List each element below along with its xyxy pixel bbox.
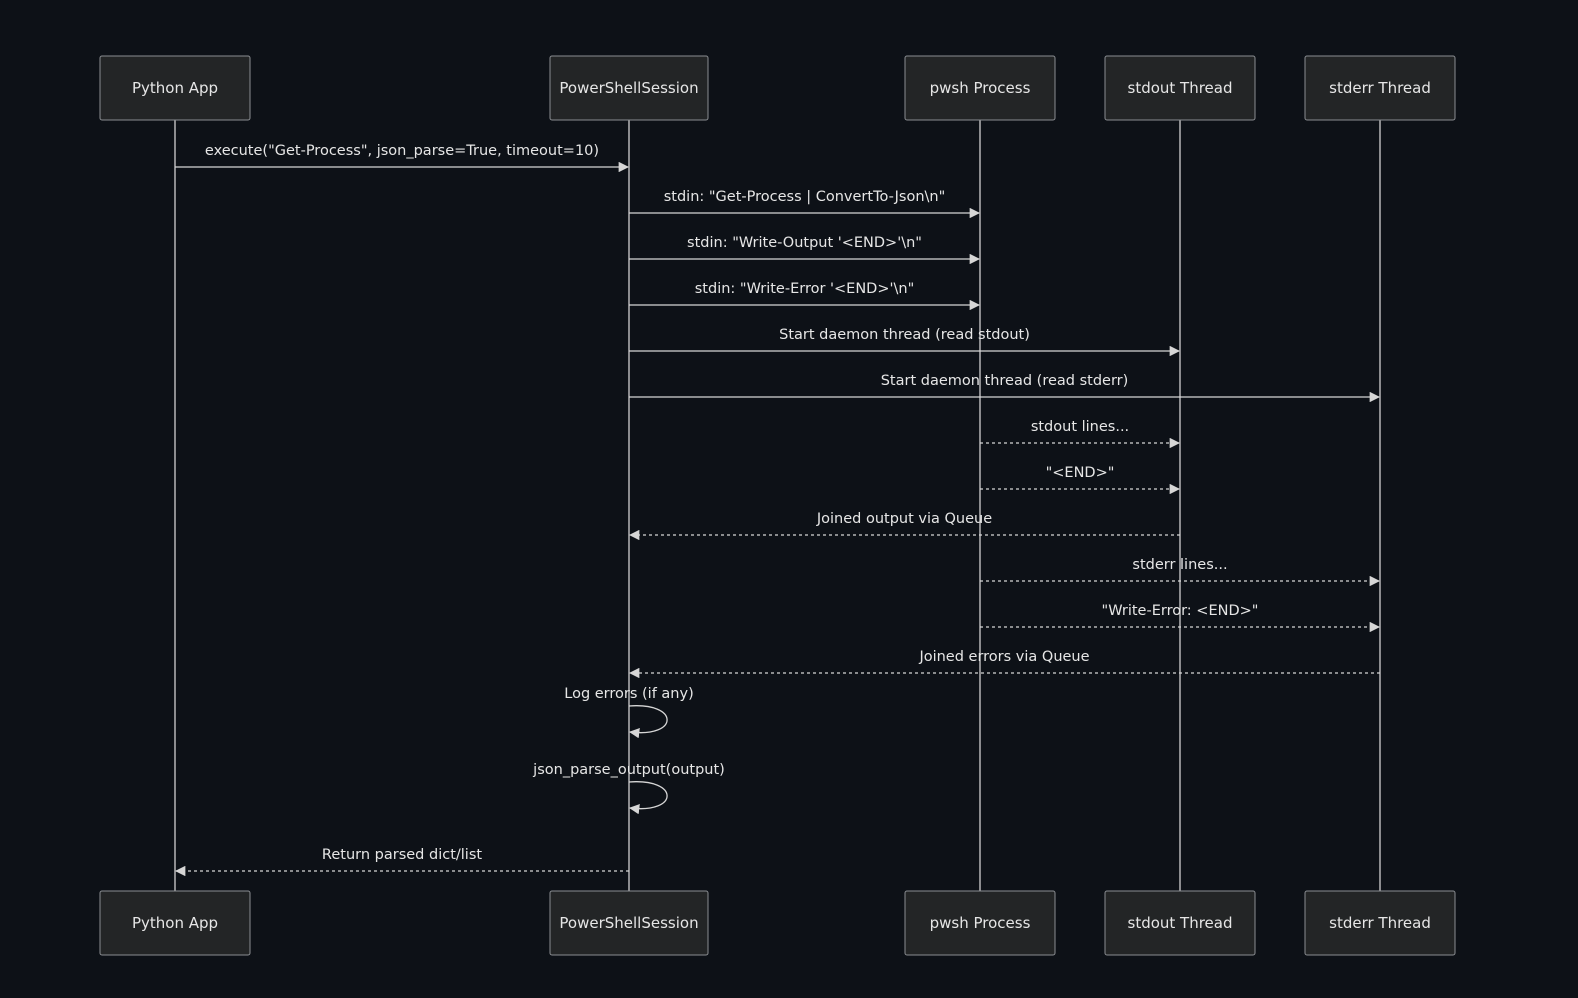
message-label: Joined output via Queue — [816, 511, 992, 527]
message-label: "<END>" — [1046, 465, 1115, 481]
actor-label: PowerShellSession — [559, 79, 698, 97]
actor-box — [1304, 890, 1456, 956]
message-label: Start daemon thread (read stdout) — [779, 327, 1030, 343]
actor-box — [99, 55, 251, 121]
actor-label: stdout Thread — [1128, 79, 1233, 97]
actor-top-pwsh: pwsh Process — [904, 55, 1056, 121]
message-1: execute("Get-Process", json_parse=True, … — [175, 143, 630, 173]
actor-top-app: Python App — [99, 55, 251, 121]
message-2: stdin: "Get-Process | ConvertTo-Json\n" — [629, 189, 981, 219]
actor-bottom-session: PowerShellSession — [549, 890, 709, 956]
message-11: "Write-Error: <END>" — [980, 603, 1381, 633]
message-label: "Write-Error: <END>" — [1102, 603, 1259, 619]
actor-label: stderr Thread — [1329, 914, 1431, 932]
actors-bottom: Python App PowerShellSession pwsh Process s… — [99, 890, 1456, 956]
actor-box — [904, 55, 1056, 121]
self-loop-arrow — [628, 781, 668, 815]
message-label: stderr lines... — [1132, 557, 1227, 573]
message-15: Return parsed dict/list — [174, 847, 629, 877]
actor-box — [904, 890, 1056, 956]
actor-box — [549, 55, 709, 121]
message-label: Joined errors via Queue — [918, 649, 1089, 665]
message-label: Start daemon thread (read stderr) — [881, 373, 1129, 389]
actor-label: PowerShellSession — [559, 914, 698, 932]
actor-label: stdout Thread — [1128, 914, 1233, 932]
actor-bottom-app: Python App — [99, 890, 251, 956]
message-label: stdin: "Write-Error '<END>'\n" — [695, 281, 914, 297]
self-loop-arrow — [628, 705, 668, 739]
message-12: Joined errors via Queue — [628, 649, 1380, 679]
message-label: stdin: "Write-Output '<END>'\n" — [687, 235, 922, 251]
message-13: Log errors (if any) — [564, 686, 694, 739]
actor-bottom-pwsh: pwsh Process — [904, 890, 1056, 956]
actor-label: pwsh Process — [930, 79, 1031, 97]
message-8: "<END>" — [980, 465, 1181, 495]
actor-box — [99, 890, 251, 956]
lifelines — [174, 120, 1381, 891]
message-6: Start daemon thread (read stderr) — [629, 373, 1381, 403]
actor-box — [1104, 890, 1256, 956]
actor-box — [1104, 55, 1256, 121]
message-4: stdin: "Write-Error '<END>'\n" — [629, 281, 981, 311]
messages: execute("Get-Process", json_parse=True, … — [174, 143, 1381, 877]
message-3: stdin: "Write-Output '<END>'\n" — [629, 235, 981, 265]
message-9: Joined output via Queue — [628, 511, 1180, 541]
actor-label: stderr Thread — [1329, 79, 1431, 97]
message-5: Start daemon thread (read stdout) — [629, 327, 1181, 357]
message-10: stderr lines... — [980, 557, 1381, 587]
message-14: json_parse_output(output) — [532, 762, 725, 815]
message-7: stdout lines... — [980, 419, 1181, 449]
message-label: stdout lines... — [1031, 419, 1129, 435]
message-label: Return parsed dict/list — [322, 847, 482, 863]
actors-top: Python App PowerShellSession pwsh Process s… — [99, 55, 1456, 121]
actor-box — [549, 890, 709, 956]
message-label: execute("Get-Process", json_parse=True, … — [205, 143, 599, 159]
actor-label: Python App — [132, 914, 218, 932]
actor-bottom-stderr: stderr Thread — [1304, 890, 1456, 956]
message-label: json_parse_output(output) — [532, 762, 725, 778]
actor-top-session: PowerShellSession — [549, 55, 709, 121]
actor-top-stderr: stderr Thread — [1304, 55, 1456, 121]
actor-top-stdout: stdout Thread — [1104, 55, 1256, 121]
actor-label: Python App — [132, 79, 218, 97]
message-label: Log errors (if any) — [564, 686, 694, 702]
message-label: stdin: "Get-Process | ConvertTo-Json\n" — [664, 189, 946, 205]
actor-box — [1304, 55, 1456, 121]
actor-label: pwsh Process — [930, 914, 1031, 932]
actor-bottom-stdout: stdout Thread — [1104, 890, 1256, 956]
